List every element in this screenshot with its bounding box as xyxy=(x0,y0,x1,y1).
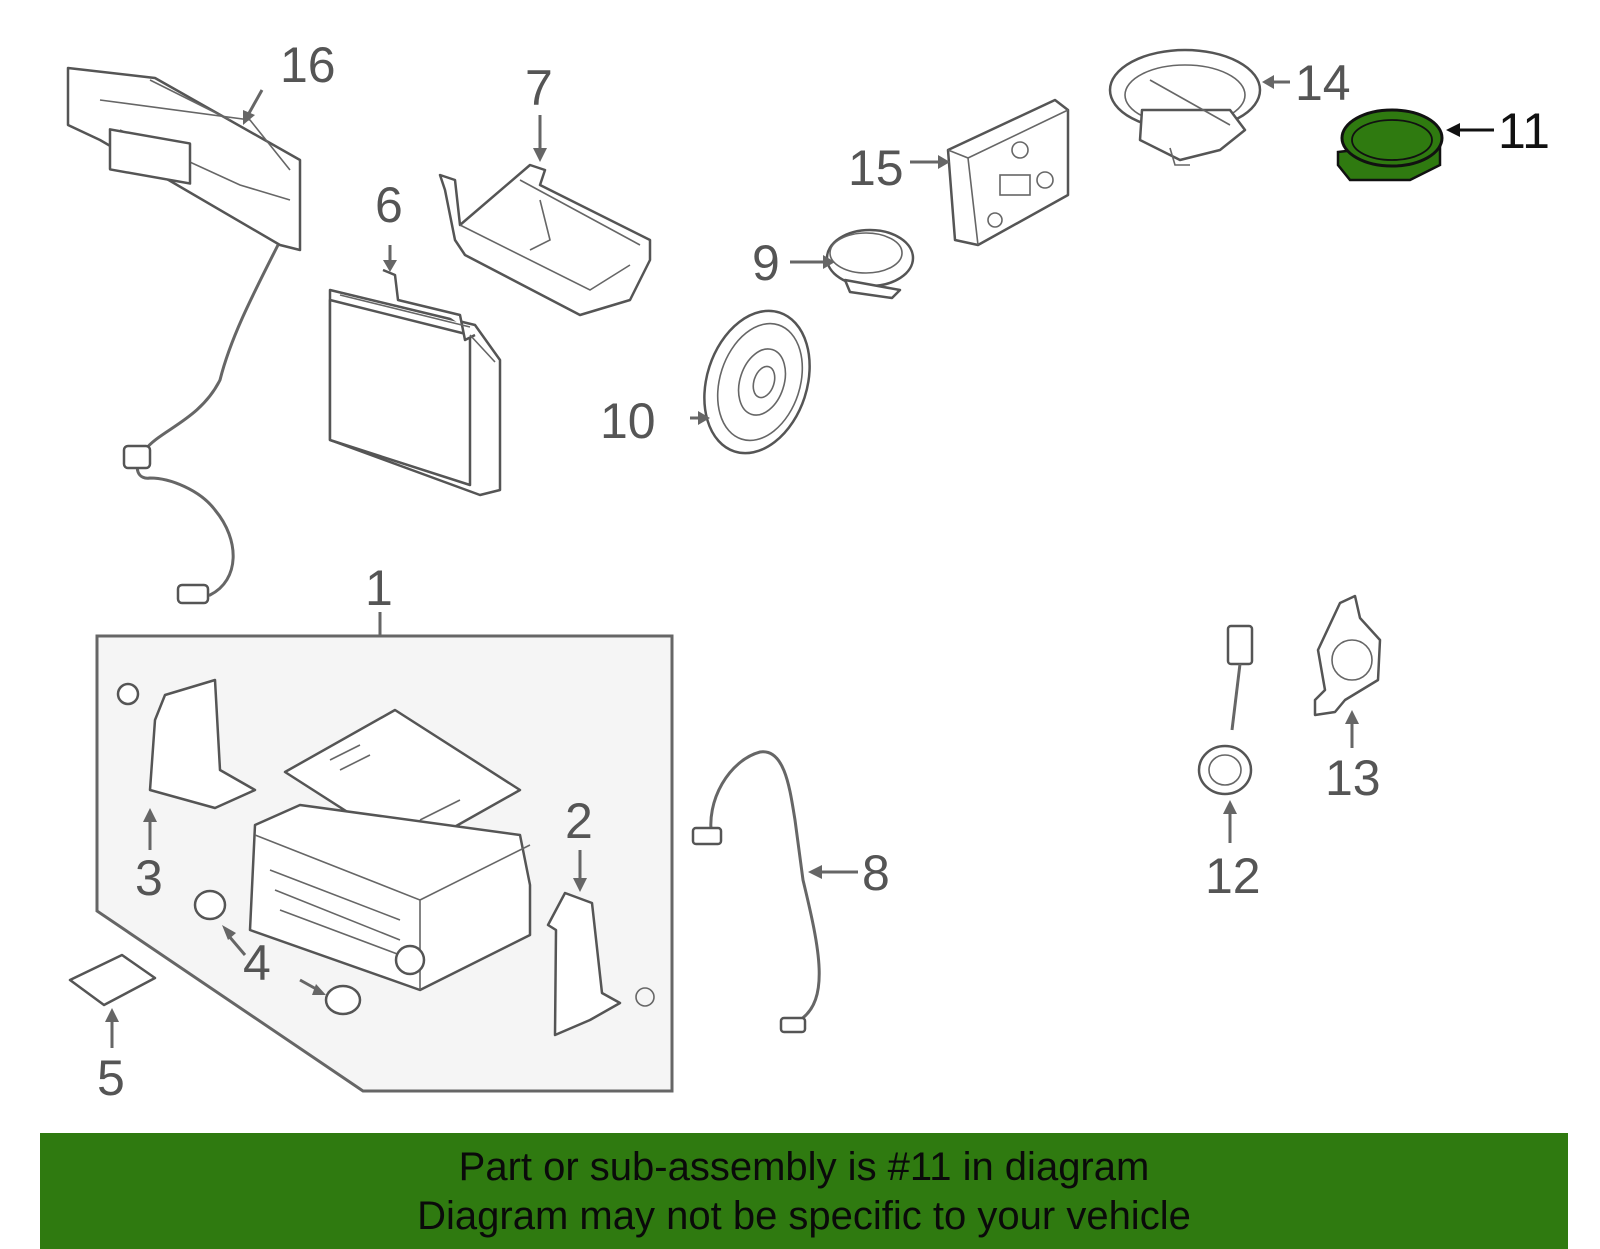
part-6-display[interactable] xyxy=(328,268,502,497)
callout-16[interactable]: 16 xyxy=(280,37,336,93)
part-3-bracket[interactable] xyxy=(116,678,257,810)
info-banner: Part or sub-assembly is #11 in diagram D… xyxy=(40,1133,1568,1249)
part-2-bracket[interactable] xyxy=(546,891,655,1037)
callout-8[interactable]: 8 xyxy=(862,845,890,901)
part-11-tweeter[interactable] xyxy=(1336,108,1444,182)
part-16-bracket-harness[interactable] xyxy=(66,66,302,605)
part-15-module[interactable] xyxy=(946,98,1070,247)
callout-15[interactable]: 15 xyxy=(848,140,904,196)
callout-labels: 16 7 6 15 9 10 14 11 1 2 3 4 5 8 12 13 xyxy=(97,37,1550,1106)
callout-4[interactable]: 4 xyxy=(243,935,271,991)
part-12-antenna[interactable] xyxy=(1197,624,1254,796)
callout-1[interactable]: 1 xyxy=(365,560,393,616)
part-7-bracket[interactable] xyxy=(438,163,652,317)
part-9-speaker[interactable] xyxy=(825,228,915,300)
callout-5[interactable]: 5 xyxy=(97,1050,125,1106)
part-10-speaker[interactable] xyxy=(687,297,827,467)
callout-10[interactable]: 10 xyxy=(600,393,656,449)
banner-line-disclaimer: Diagram may not be specific to your vehi… xyxy=(417,1194,1191,1238)
part-5-pad[interactable] xyxy=(68,953,157,1007)
callout-13[interactable]: 13 xyxy=(1325,750,1381,806)
leader-lines xyxy=(105,75,1494,1048)
part-1-radio-unit[interactable] xyxy=(248,708,532,992)
part-14-speaker-housing[interactable] xyxy=(1108,48,1262,166)
banner-line-part: Part or sub-assembly is #11 in diagram xyxy=(458,1145,1150,1189)
callout-9[interactable]: 9 xyxy=(752,235,780,291)
callout-6[interactable]: 6 xyxy=(375,177,403,233)
part-4-knobs[interactable] xyxy=(193,889,362,1016)
callout-12[interactable]: 12 xyxy=(1205,848,1261,904)
callout-2[interactable]: 2 xyxy=(565,793,593,849)
callout-7[interactable]: 7 xyxy=(525,60,553,116)
callout-3[interactable]: 3 xyxy=(135,850,163,906)
part-13-sensor[interactable] xyxy=(1313,594,1382,717)
callout-11[interactable]: 11 xyxy=(1498,103,1550,159)
callout-14[interactable]: 14 xyxy=(1295,55,1351,111)
part-8-harness[interactable] xyxy=(691,750,821,1034)
